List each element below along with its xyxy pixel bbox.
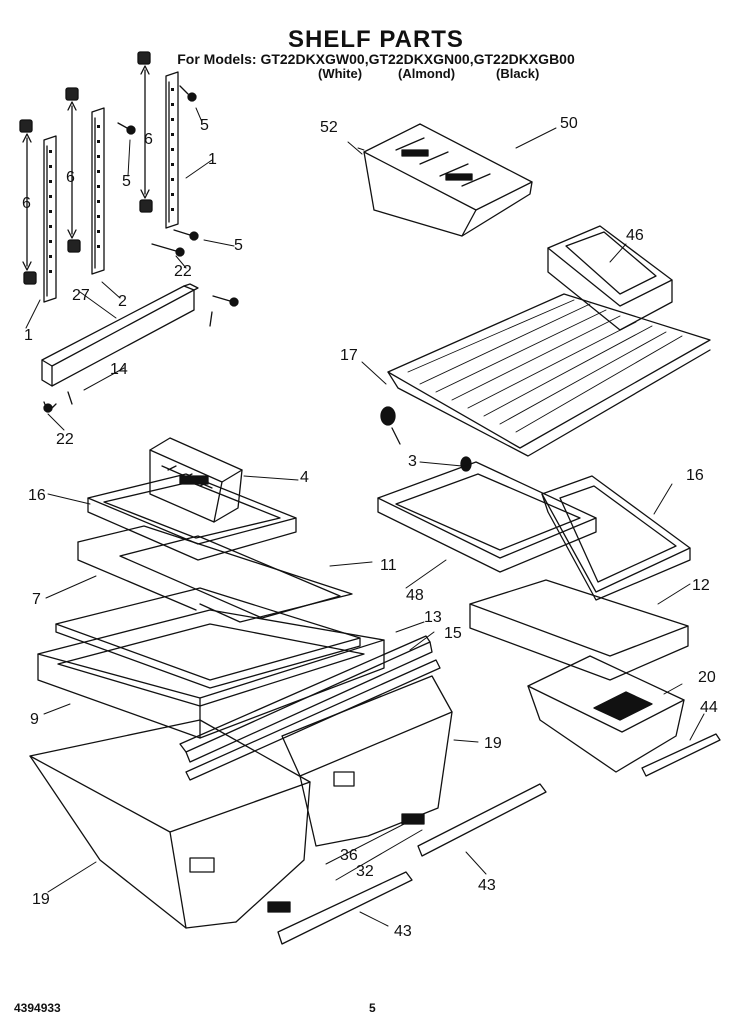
callout-label: 32 — [356, 863, 374, 880]
pan-frame-12 — [469, 579, 689, 681]
shelf-rail-center — [91, 107, 105, 275]
callout-label: 50 — [560, 115, 578, 132]
shelf-glass-insert — [77, 525, 353, 623]
callout-label: 19 — [484, 735, 502, 752]
crisper-drawer-left — [29, 719, 311, 929]
callout-label: 11 — [380, 557, 397, 574]
shelf-stop — [380, 406, 472, 472]
crisper-drawer-right — [281, 675, 453, 847]
adjustable-shelf-frame-48 — [377, 461, 597, 573]
shelf-rail-right — [165, 71, 179, 229]
callout-label: 16 — [28, 487, 46, 504]
wire-shelf — [387, 293, 711, 457]
rail-end-cap — [19, 51, 153, 285]
callout-label: 17 — [340, 347, 358, 364]
adjustable-shelf-frame-16 — [541, 475, 691, 601]
glass-shelf — [55, 587, 361, 689]
callout-label: 7 — [32, 591, 41, 608]
color-black-label: (Black) — [496, 66, 540, 81]
callout-label: 43 — [394, 923, 412, 940]
shelf-trim-strip — [179, 635, 441, 781]
callout-label: 3 — [408, 453, 417, 470]
callout-label: 6 — [144, 131, 153, 148]
callout-numbers: 1 1 2 3 4 5 5 5 6 6 6 7 9 11 12 13 14 15… — [22, 115, 718, 940]
callout-label: 20 — [698, 669, 716, 686]
callout-label: 19 — [32, 891, 50, 908]
callout-label: 22 — [56, 431, 74, 448]
callout-label: 9 — [30, 711, 39, 728]
crisper-cover-strip — [277, 783, 547, 945]
callout-label: 13 — [424, 609, 442, 626]
egg-keeper — [547, 225, 673, 331]
crisper-hinge — [267, 813, 425, 913]
meat-keeper-cover — [363, 123, 533, 237]
mounting-screw — [43, 85, 239, 413]
callout-label: 5 — [200, 117, 209, 134]
callout-label: 43 — [478, 877, 496, 894]
document-code: 4394933 — [14, 1001, 61, 1015]
callout-label: 4 — [300, 469, 309, 486]
callout-label: 6 — [66, 169, 75, 186]
callout-label: 16 — [686, 467, 704, 484]
callout-label: 46 — [626, 227, 644, 244]
callout-label: 27 — [72, 287, 90, 304]
page-title: SHELF PARTS — [288, 26, 464, 53]
upper-shelf-frame — [87, 473, 297, 561]
callout-leaders — [25, 107, 705, 927]
callout-label: 5 — [122, 173, 131, 190]
callout-label: 6 — [22, 195, 31, 212]
drawer-trim-44 — [641, 733, 721, 777]
page-number: 5 — [369, 1001, 376, 1015]
callout-label: 22 — [174, 263, 192, 280]
color-almond-label: (Almond) — [398, 66, 456, 81]
callout-label: 36 — [340, 847, 358, 864]
shelf-rail-left — [43, 135, 57, 303]
callout-label: 14 — [110, 361, 128, 378]
callout-label: 1 — [24, 327, 33, 344]
crisper-storage-bin — [149, 437, 243, 523]
callout-label: 52 — [320, 119, 338, 136]
callout-label: 1 — [208, 151, 217, 168]
callout-label: 12 — [692, 577, 710, 594]
model-list: For Models: GT22DKXGW00,GT22DKXGN00,GT22… — [177, 51, 575, 67]
cap-arrows — [22, 65, 150, 271]
deli-drawer-20 — [527, 655, 685, 773]
color-white-label: (White) — [318, 66, 363, 81]
callout-label: 2 — [118, 293, 127, 310]
shelf-support-trim — [41, 283, 199, 387]
callout-label: 44 — [700, 699, 718, 716]
shelf-frame — [37, 609, 385, 739]
callout-label: 48 — [406, 587, 424, 604]
callout-label: 5 — [234, 237, 243, 254]
callout-label: 15 — [444, 625, 462, 642]
